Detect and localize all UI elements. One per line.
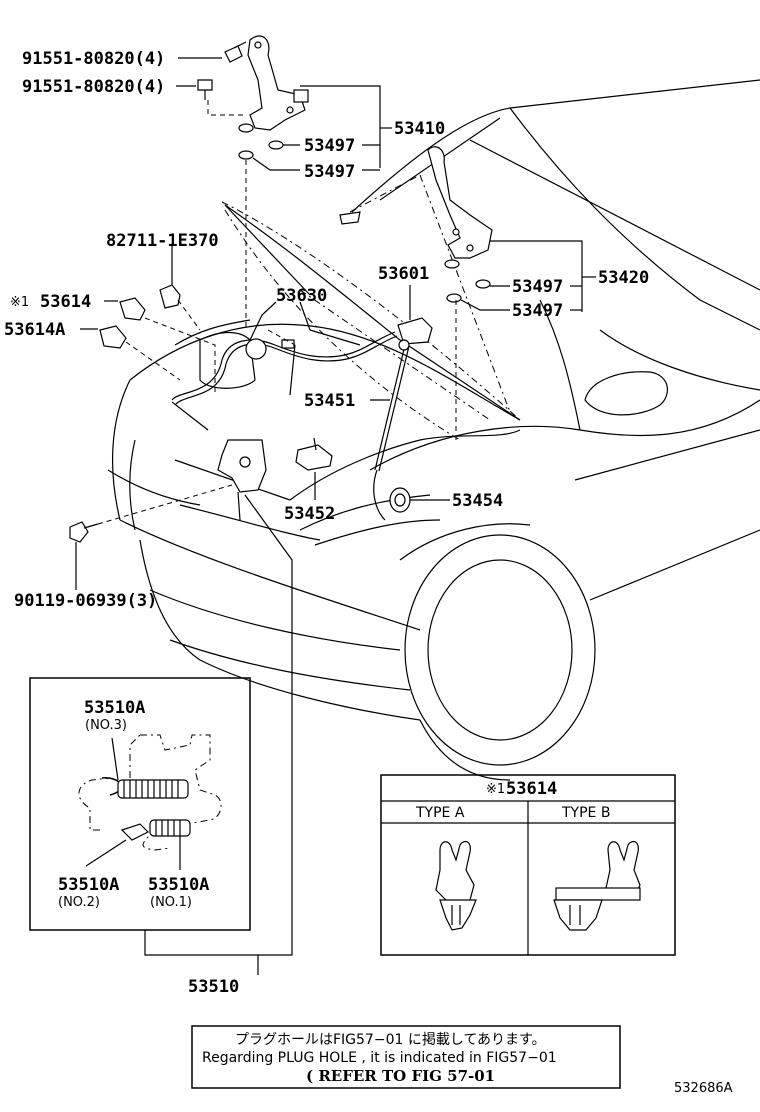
label-clip-53614a: 53614A <box>4 320 65 340</box>
spring-cable-icon <box>117 779 189 799</box>
label-prop-53451: 53451 <box>304 391 355 411</box>
label-lock-53452: 53452 <box>284 504 335 524</box>
washer-icon <box>238 150 254 160</box>
washer-icon <box>268 140 284 150</box>
label-part-53601: 53601 <box>378 264 429 284</box>
washer-icon <box>446 293 462 303</box>
label-hinge-left: 53410 <box>394 119 445 139</box>
figure-code: 532686A <box>674 1081 733 1096</box>
label-assy-53510: 53510 <box>188 977 239 997</box>
label-bolt-a: 91551-80820(4) <box>22 49 165 69</box>
type-table-mark: ※1 <box>486 782 505 797</box>
prop-rod-shape <box>373 339 410 521</box>
washer-icon <box>238 123 254 133</box>
assembly-lines <box>97 100 457 525</box>
type-b-header: TYPE B <box>561 805 610 821</box>
hinge-right-shape <box>427 146 493 259</box>
label-washer-3: 53497 <box>512 277 563 297</box>
note-japanese: プラグホールはFIG57−01 に掲載してあります。 <box>235 1032 546 1048</box>
leader-lines <box>75 57 596 975</box>
grommet-icon <box>389 487 411 513</box>
washer-icon <box>475 279 491 289</box>
inset-right-no: (NO.1) <box>150 895 192 910</box>
bolt-icon <box>197 79 213 100</box>
inset-top-part: 53510A <box>84 698 145 718</box>
washer-icon <box>444 259 460 269</box>
label-bolt-90119: 90119-06939(3) <box>14 591 157 611</box>
label-clip-53614: 53614 <box>40 292 91 312</box>
clip-icon <box>159 284 181 309</box>
inset-cable-box: 53510A (NO.3) 53510A (NO.2) 53510A (NO.1… <box>29 677 251 931</box>
clip-type-b-icon <box>553 840 641 931</box>
label-washer-2: 53497 <box>304 162 355 182</box>
hinge-left-shape <box>247 35 309 131</box>
spring-cable-icon <box>149 819 191 837</box>
note-english: Regarding PLUG HOLE , it is indicated in… <box>202 1050 557 1066</box>
inset-left-part: 53510A <box>58 875 119 895</box>
release-cable-shape <box>171 331 398 431</box>
reference-note-box: プラグホールはFIG57−01 に掲載してあります。 Regarding PLU… <box>191 1025 621 1089</box>
car-body-outline <box>107 79 760 781</box>
label-hinge-right: 53420 <box>598 268 649 288</box>
bolt-icon <box>224 41 247 63</box>
clip-type-a-icon <box>435 840 477 931</box>
type-table: ※1 53614 TYPE A TYPE B <box>380 774 676 956</box>
inset-top-no: (NO.3) <box>85 718 127 733</box>
callout-labels: 91551-80820(4) 91551-80820(4) 53410 5349… <box>4 49 649 997</box>
label-bolt-b: 91551-80820(4) <box>22 77 165 97</box>
type-table-title: 53614 <box>506 779 557 799</box>
hood-lock-shape <box>217 439 267 521</box>
inset-left-no: (NO.2) <box>58 895 100 910</box>
clip-icon <box>99 325 127 349</box>
cable-end-icon <box>120 823 150 841</box>
label-grommet-53454: 53454 <box>452 491 503 511</box>
label-clip-82711: 82711-1E370 <box>106 231 219 251</box>
label-cable-53630: 53630 <box>276 286 327 306</box>
type-a-header: TYPE A <box>415 805 465 821</box>
clip-icon <box>119 297 146 321</box>
label-washer-4: 53497 <box>512 301 563 321</box>
bolt-icon <box>69 521 99 543</box>
label-washer-1: 53497 <box>304 136 355 156</box>
note-refer: ( REFER TO FIG 57-01 <box>306 1067 495 1085</box>
inset-right-part: 53510A <box>148 875 209 895</box>
striker-shape <box>295 437 333 471</box>
label-mark-53614: ※1 <box>10 295 29 310</box>
